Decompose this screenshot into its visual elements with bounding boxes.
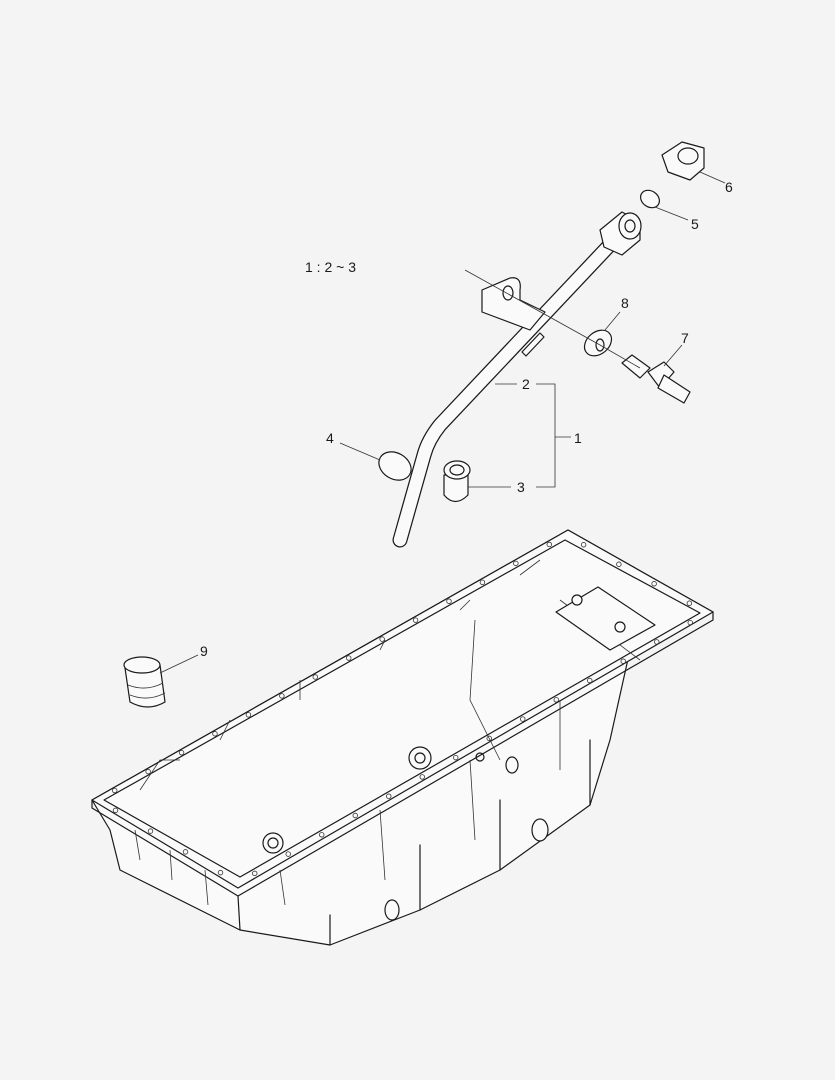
- callout-7: 7: [681, 330, 689, 346]
- bolt-hole: [687, 619, 693, 626]
- callout-6: 6: [725, 179, 733, 195]
- bolt-hole: [182, 849, 189, 855]
- bolt-hole: [419, 774, 425, 780]
- bolt-hole: [587, 677, 593, 684]
- bolt-hole: [112, 807, 119, 814]
- bolt-hole: [479, 579, 486, 586]
- rim-bolt-holes: [112, 541, 693, 877]
- bolt-hole: [686, 600, 693, 606]
- bolt-hole: [285, 851, 291, 857]
- assembly-note: 1 : 2 ~ 3: [305, 259, 356, 275]
- o-ring-part-4: [378, 451, 412, 481]
- callout-8: 8: [621, 295, 629, 311]
- bolt-hole: [145, 768, 151, 775]
- bolt-hole: [279, 693, 285, 699]
- callout-2: 2: [522, 376, 530, 392]
- oil-pan: [91, 529, 714, 946]
- bolt-hole: [147, 828, 154, 834]
- bolt-hole: [386, 793, 392, 799]
- o-ring-part-5: [640, 189, 660, 209]
- bolt-hole: [212, 731, 218, 737]
- nut-part-6: [661, 141, 705, 181]
- callout-1: 1: [574, 430, 582, 446]
- plug-part-9: [123, 656, 166, 708]
- oil-pipe: [392, 211, 642, 548]
- bolt-hole: [654, 639, 660, 645]
- callout-9: 9: [200, 643, 208, 659]
- bolt-hole: [252, 870, 258, 877]
- bolt-hole: [379, 636, 385, 642]
- bolt-hole: [620, 658, 626, 664]
- bolt-hole: [245, 712, 252, 718]
- bolt-part-7: [621, 354, 691, 404]
- bolt-hole: [513, 560, 519, 567]
- bolt-hole: [453, 754, 459, 761]
- grommet-part-3: [443, 460, 471, 503]
- bolt-hole: [217, 869, 224, 876]
- bolt-hole: [553, 697, 559, 703]
- bolt-hole: [616, 561, 622, 567]
- bolt-hole: [112, 787, 118, 794]
- callout-3: 3: [517, 479, 525, 495]
- bolt-hole: [651, 581, 657, 587]
- bolt-hole: [352, 812, 358, 819]
- bolt-hole: [520, 716, 526, 722]
- bolt-hole: [312, 674, 318, 680]
- leader-lines: [159, 171, 726, 674]
- bolt-hole: [412, 617, 419, 623]
- bolt-hole: [319, 832, 325, 838]
- callout-5: 5: [691, 216, 699, 232]
- washer-part-8: [583, 329, 613, 357]
- bolt-hole: [178, 749, 185, 756]
- bolt-hole: [446, 598, 452, 604]
- bolt-hole: [580, 542, 587, 548]
- bolt-hole: [486, 735, 492, 742]
- bolt-hole: [546, 541, 552, 548]
- bolt-hole: [346, 655, 352, 661]
- callout-4: 4: [326, 430, 334, 446]
